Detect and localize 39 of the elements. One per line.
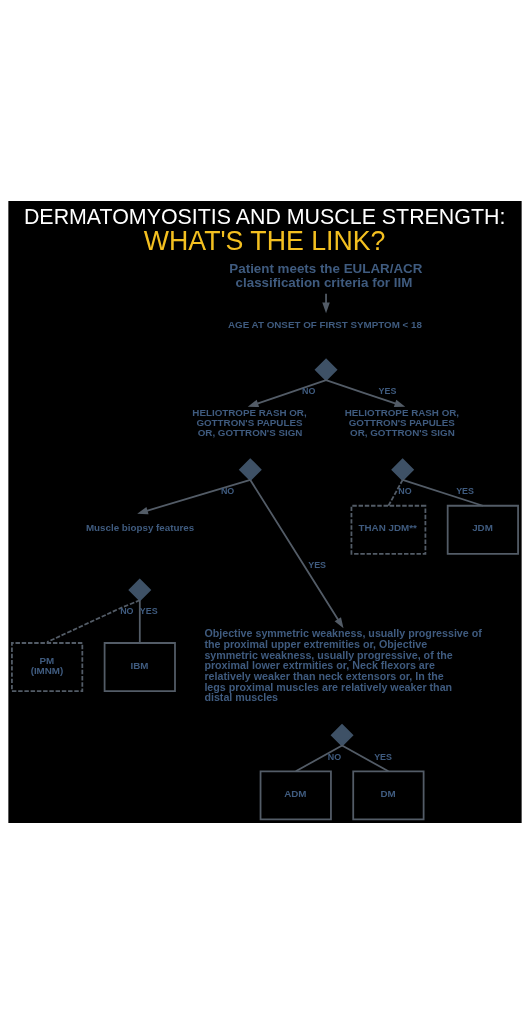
arrow <box>247 379 327 407</box>
connector <box>387 479 404 507</box>
node-text: Patient meets the EULAR/ACR classification criteria for IIM <box>229 261 423 290</box>
node-diamond <box>238 458 262 482</box>
node-text: Objective symmetric weakness, usually progressive of the proximal upper extremities or, Objective symmetric weakness, usually progressive, of the proximal lower extrmities or, Neck flexors are relatively weaker than neck extensors or, In the legs proximal muscles are relatively weaker than distal muscles <box>204 627 482 704</box>
node-text: Muscle biopsy features <box>85 522 195 534</box>
node-diamond <box>391 458 415 482</box>
diagram-title: DERMATOMYOSITIS AND MUSCLE STRENGTH: WHAT'S THE LINK? <box>23 205 506 257</box>
edge-label: NO <box>120 606 134 617</box>
edge-label: NO <box>327 751 342 762</box>
node-box: PM (IMNM) <box>11 642 84 692</box>
node-text: AGE AT ONSET OF FIRST SYMPTOM < 18 <box>228 319 422 331</box>
connector <box>401 479 484 507</box>
connector <box>138 599 141 643</box>
node-diamond <box>314 358 338 382</box>
node-diamond <box>330 723 354 747</box>
node-box: DM <box>352 770 425 821</box>
node-box: ADM <box>259 770 332 821</box>
node-diamond <box>128 578 152 602</box>
edge-label: YES <box>308 560 327 571</box>
edge-label: YES <box>456 486 474 497</box>
edge-label: YES <box>378 386 397 397</box>
connector <box>341 744 390 773</box>
edge-label: NO <box>398 486 412 497</box>
connector <box>294 744 343 773</box>
edge-label: NO <box>301 386 316 397</box>
arrow <box>325 379 406 407</box>
arrow <box>249 479 344 629</box>
node-text: HELIOTROPE RASH OR, GOTTRON'S PAPULES OR, GOTTRON'S SIGN <box>192 407 307 439</box>
connector <box>46 599 141 643</box>
arrow <box>322 292 330 314</box>
edge-label: YES <box>374 751 392 762</box>
node-text: HELIOTROPE RASH OR, GOTTRON'S PAPULES OR, GOTTRON'S SIGN <box>344 407 460 439</box>
node-box: THAN JDM** <box>350 504 427 555</box>
node-box: JDM <box>446 504 519 555</box>
edge-label: YES <box>139 606 158 617</box>
node-box: IBM <box>103 642 176 692</box>
arrow <box>137 479 252 515</box>
edge-label: NO <box>220 486 235 497</box>
